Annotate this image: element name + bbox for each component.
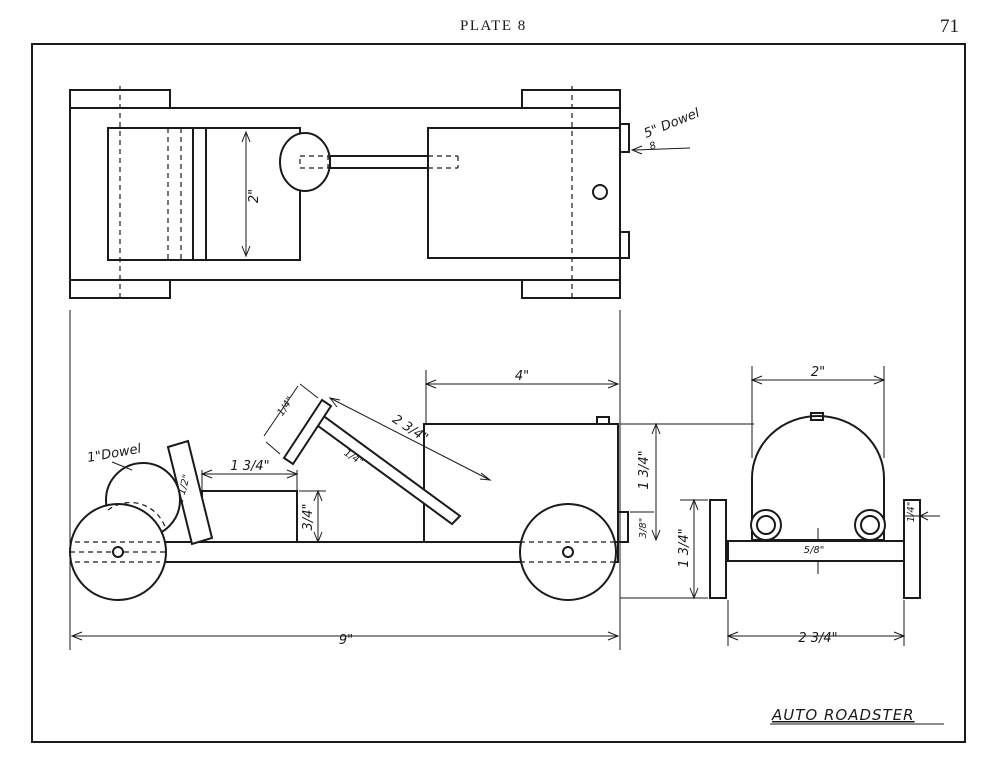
top-seat — [107, 127, 301, 261]
side-steering-column — [308, 410, 462, 526]
dowel-callout-frac: 8 — [648, 140, 658, 153]
front-wheel-thickness-dim-label: 1/4" — [906, 502, 917, 523]
front-axle-dim-label: 5/8" — [804, 545, 825, 556]
plate-border — [31, 43, 966, 743]
side-steering-wheel-dim-label: 1/4" — [276, 395, 297, 418]
front-width-dim-label: 2" — [811, 365, 825, 380]
top-chassis — [69, 107, 621, 281]
top-front-wheel-lower — [521, 279, 621, 299]
top-hood — [427, 127, 621, 259]
side-seatback — [166, 439, 214, 546]
side-seat — [201, 490, 298, 543]
top-width-dim-label: 2" — [247, 189, 262, 203]
side-steering-column-dim-label: 2 3/4" — [389, 412, 430, 446]
front-wheel-left — [709, 499, 727, 599]
top-radiator-cap — [592, 184, 608, 200]
side-steering-wheel — [282, 398, 333, 466]
plate-header: PLATE 8 71 — [0, 14, 997, 40]
top-front-dowel-lower — [619, 231, 630, 259]
side-front-dowel — [617, 511, 629, 543]
top-steering-wheel — [279, 132, 331, 192]
top-view: 2" 5" Dowel 8 — [69, 86, 702, 302]
side-front-hub — [562, 546, 574, 558]
side-seat-length-dim-label: 1 3/4" — [230, 459, 269, 474]
side-overall-length-dim-label: 9" — [339, 633, 353, 648]
front-height-dim-label: 1 3/4" — [677, 528, 692, 567]
front-radiator-cap — [810, 412, 824, 421]
side-hood-height-dim-label: 1 3/4" — [637, 450, 652, 489]
front-hood — [751, 415, 885, 541]
front-view: 2" 5/8" 1/4" 1 3/4" 2 3/4" — [620, 365, 940, 646]
side-radiator-cap — [596, 416, 610, 425]
side-seat-height-dim-label: 3/4" — [301, 504, 316, 531]
top-front-wheel-upper — [521, 89, 621, 109]
dowel-callout-label: 5" Dowel — [642, 106, 702, 142]
side-front-dowel-dim-label: 3/8" — [638, 518, 649, 539]
page-number: 71 — [940, 16, 959, 37]
drawing-title: AUTO ROADSTER — [771, 706, 915, 724]
side-rear-hub — [112, 546, 124, 558]
front-wheel-right — [903, 499, 921, 599]
top-steering-column — [329, 155, 429, 169]
top-front-dowel-upper — [619, 123, 630, 153]
spare-dowel-callout-label: 1"Dowel — [86, 442, 143, 466]
plate-label: PLATE 8 — [460, 18, 527, 34]
front-axle-width-dim-label: 2 3/4" — [798, 631, 837, 646]
side-hood-length-dim-label: 4" — [515, 369, 529, 384]
side-view: 4" 1 3/4" 3/8" 1 3/4" 3/4" 1 1/2" 1"Dowe… — [69, 369, 664, 648]
